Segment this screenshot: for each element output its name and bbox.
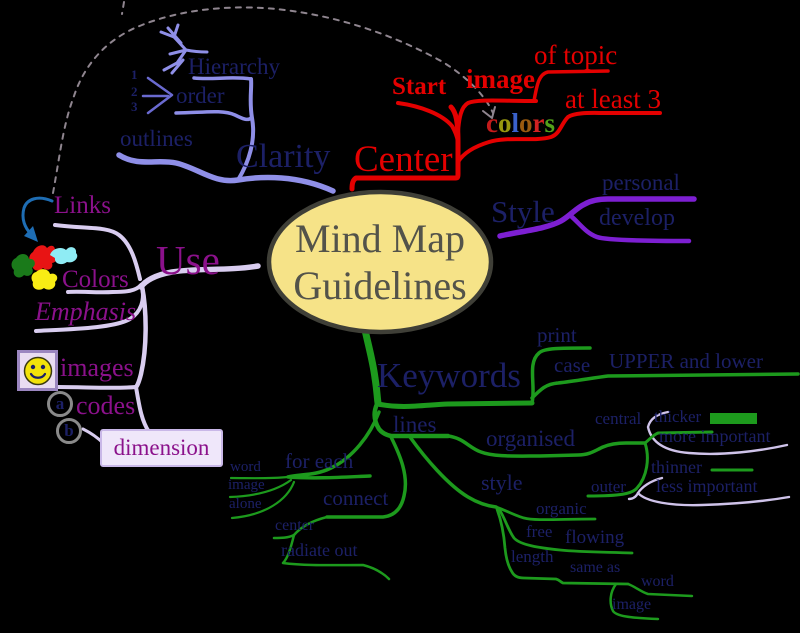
label-central: central <box>595 409 642 428</box>
numbered-list-icon <box>141 76 174 115</box>
central-topic-label: Mind Map Guidelines <box>268 200 492 324</box>
label-emphasis: Emphasis <box>35 297 137 326</box>
label-order: order <box>176 83 225 108</box>
label-upper-and-lower: UPPER and lower <box>609 349 763 373</box>
style-branch-lines <box>497 196 697 244</box>
importance-braces <box>627 410 791 507</box>
label-connect: connect <box>323 486 389 510</box>
label-word2: word <box>641 573 674 590</box>
label-outer: outer <box>591 477 626 496</box>
label-personal: personal <box>602 170 680 195</box>
label-at-least-3: at least 3 <box>565 84 661 114</box>
code-circle-b: b <box>56 418 82 444</box>
code-letter-a: a <box>55 394 65 413</box>
label-colors: Colors <box>62 266 129 293</box>
label-start: Start <box>392 73 447 100</box>
clarity-branch-lines <box>116 23 336 194</box>
label-less-important: less important <box>656 476 758 496</box>
label-codes: codes <box>76 391 136 420</box>
label-links: Links <box>54 192 111 219</box>
tree-icon <box>159 23 209 75</box>
colors-letter: r <box>532 108 545 138</box>
label-hierarchy: Hierarchy <box>188 54 280 79</box>
label-center-branch: Center <box>354 139 453 180</box>
label-of-topic: of topic <box>534 40 618 70</box>
label-image2: image <box>612 596 652 613</box>
label-case: case <box>554 353 591 377</box>
label-style-sub: style <box>481 470 523 495</box>
colors-letter: l <box>511 108 519 138</box>
label-alone: alone <box>229 496 262 512</box>
central-topic-ellipse <box>266 189 494 335</box>
list-digit-1: 1 <box>131 67 138 82</box>
list-digit-3: 3 <box>131 99 138 114</box>
label-more-important: more important <box>659 426 771 446</box>
label-thinner: thinner <box>651 457 702 477</box>
label-organic: organic <box>536 499 587 518</box>
label-style-branch: Style <box>491 194 555 229</box>
colors-letter: c <box>486 108 498 138</box>
label-free: free <box>526 522 553 541</box>
label-images: images <box>60 353 134 382</box>
keywords-branch-lines <box>228 326 800 621</box>
colors-letter: s <box>544 108 555 138</box>
central-topic-line2: Guidelines <box>293 263 467 308</box>
dimension-box: dimension <box>100 429 223 467</box>
label-radiate-out: radiate out <box>281 540 358 560</box>
center-branch-lines <box>349 69 662 192</box>
label-center-small: center <box>275 517 315 534</box>
label-thicker: thicker <box>654 407 702 426</box>
central-topic-line1: Mind Map <box>295 216 465 261</box>
colors-letter: o <box>497 108 512 138</box>
list-digit-2: 2 <box>131 84 138 99</box>
dashed-arrowhead-icon <box>482 106 496 119</box>
label-flowing: flowing <box>565 527 625 548</box>
label-for-each: for each <box>285 449 354 473</box>
smiley-image-frame <box>17 350 58 391</box>
label-outlines: outlines <box>120 126 193 151</box>
label-keywords: Keywords <box>377 356 521 395</box>
label-lines: lines <box>393 412 437 437</box>
code-letter-b: b <box>64 421 74 440</box>
code-circle-a: a <box>47 391 73 417</box>
label-length: length <box>511 547 554 566</box>
label-same-as: same as <box>570 559 621 576</box>
links-arrow-icon <box>21 196 54 242</box>
label-dimension: dimension <box>113 435 210 460</box>
smiley-icon <box>23 356 52 385</box>
label-print: print <box>537 323 577 347</box>
label-word: word <box>230 459 261 475</box>
colors-letter: o <box>519 108 533 138</box>
thicker-line-swatch <box>710 413 757 424</box>
label-organised: organised <box>486 426 576 451</box>
label-colors-multicolor: colors <box>486 110 555 137</box>
label-clarity: Clarity <box>236 138 331 175</box>
label-use: Use <box>156 237 220 283</box>
label-image: image <box>466 64 535 94</box>
label-develop: develop <box>599 205 675 231</box>
label-image-small: image <box>228 477 265 493</box>
dashed-link-curve <box>52 1 496 194</box>
